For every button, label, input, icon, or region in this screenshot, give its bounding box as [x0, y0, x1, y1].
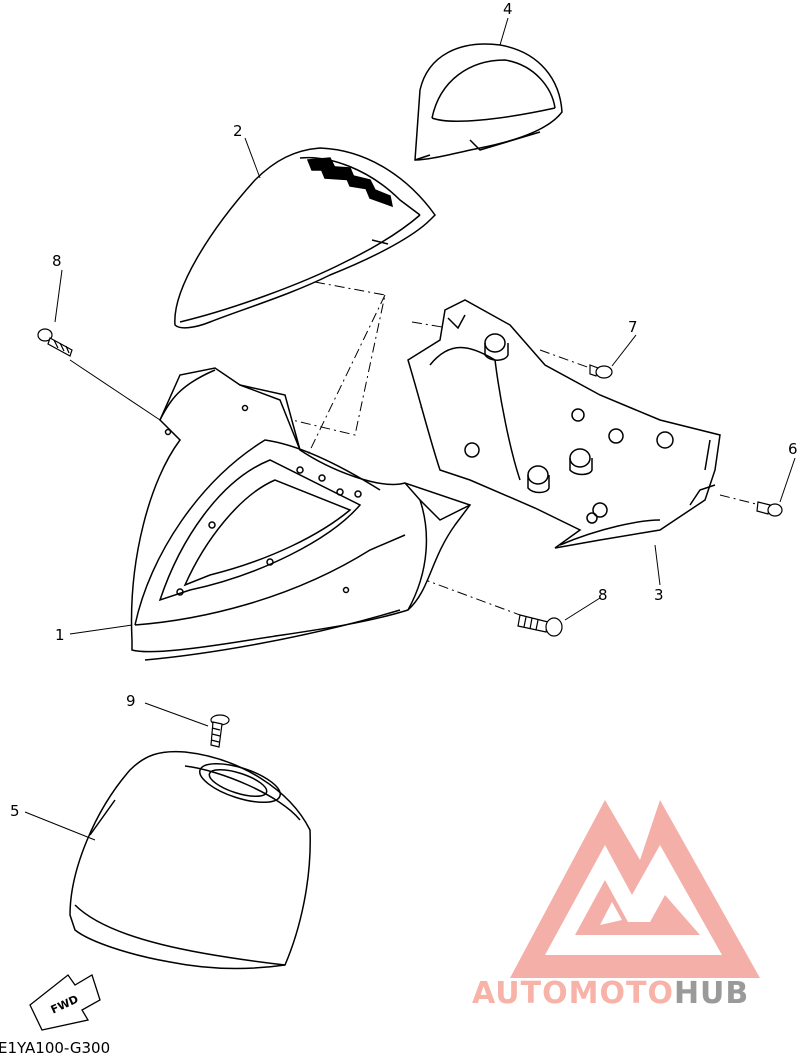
screw-7-icon — [589, 364, 613, 379]
callout-6: 6 — [788, 440, 798, 458]
part-4-cover — [414, 43, 563, 161]
watermark-brand-part2: HUB — [674, 976, 749, 1011]
fwd-arrow-icon: FWD — [29, 974, 101, 1031]
callout-1: 1 — [55, 626, 65, 644]
callout-leaders — [24, 17, 796, 841]
callout-8-upper: 8 — [52, 252, 62, 270]
drawing-code: E1YA100-G300 — [0, 1039, 110, 1055]
screw-9-icon — [210, 714, 230, 748]
screw-6-icon — [756, 501, 783, 517]
screw-8-upper-icon — [37, 328, 73, 357]
callout-9: 9 — [126, 692, 136, 710]
callout-2: 2 — [233, 122, 243, 140]
watermark-brand-part1: AUTOMOTO — [472, 976, 674, 1011]
screw-8-lower-icon — [517, 614, 563, 637]
part-2-cover — [174, 147, 436, 329]
callout-8-lower: 8 — [598, 586, 608, 604]
callout-3: 3 — [654, 586, 664, 604]
callout-5: 5 — [10, 802, 20, 820]
part-1-front-cover — [130, 367, 472, 661]
part-3-inner-cover — [407, 299, 721, 549]
watermark-logo-icon — [510, 800, 760, 978]
callout-7: 7 — [628, 318, 638, 336]
watermark-brand: AUTOMOTOHUB — [472, 976, 749, 1011]
part-5-fender — [69, 750, 311, 970]
callout-4: 4 — [503, 0, 513, 18]
